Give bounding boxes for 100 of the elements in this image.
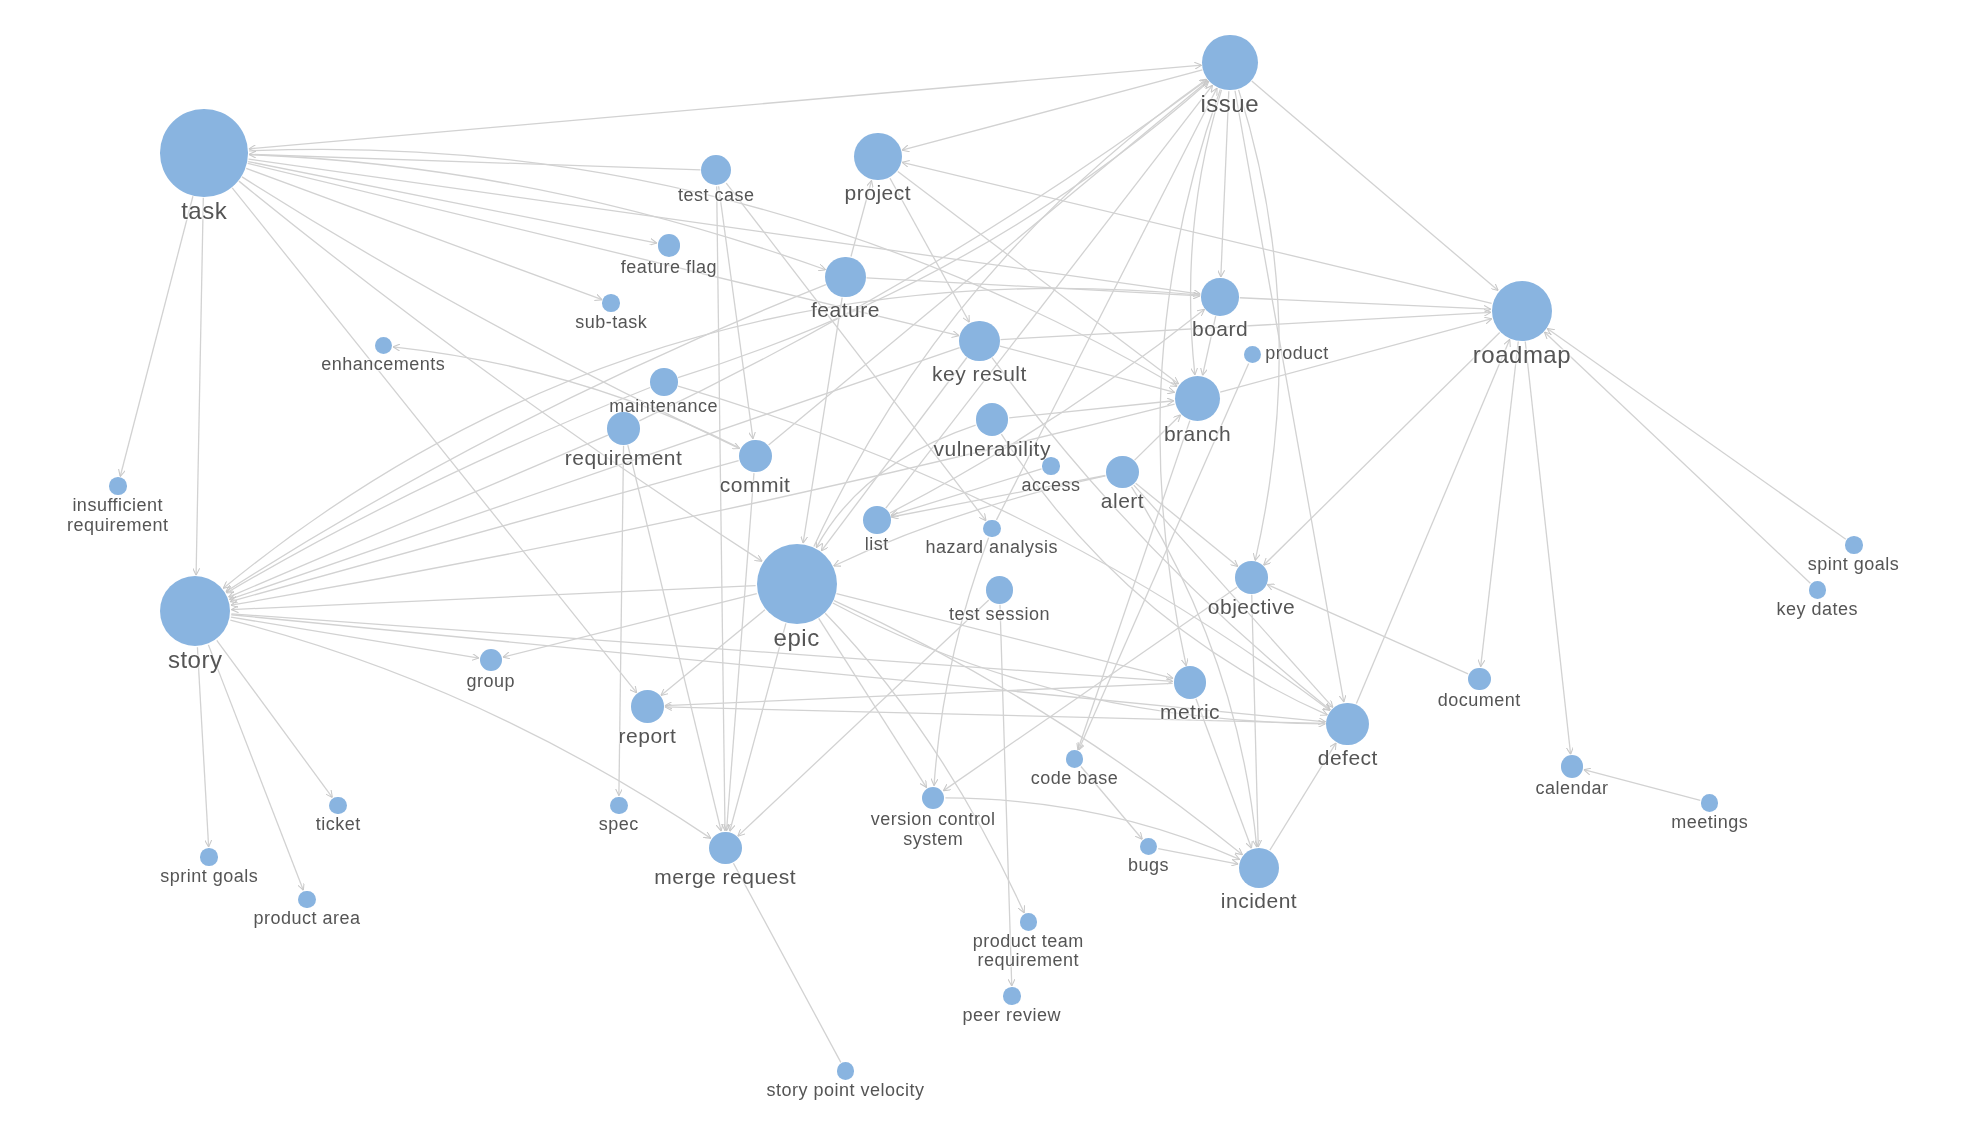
arrow: [737, 599, 990, 837]
arrow: [1159, 88, 1221, 667]
node-label: epic: [773, 624, 820, 652]
node-label: story: [167, 647, 223, 674]
arrow: [1238, 89, 1280, 562]
node-label: insufficient requirement: [65, 495, 170, 536]
arrow: [1251, 80, 1499, 292]
arrow: [248, 61, 1203, 153]
arrow: [999, 345, 1176, 395]
arrow: [229, 459, 740, 604]
node-label: branch: [1163, 421, 1232, 445]
node-label: task: [181, 197, 228, 224]
node-label: roadmap: [1472, 341, 1572, 369]
arrow: [225, 386, 651, 594]
arrow: [664, 703, 1327, 725]
arrow: [627, 444, 724, 832]
arrow: [991, 357, 1331, 711]
node-label: calendar: [1535, 778, 1609, 799]
node-label: document: [1437, 691, 1521, 711]
node-label: peer review: [962, 1005, 1062, 1026]
node-label: enhancements: [321, 355, 446, 376]
node-label: spint goals: [1807, 554, 1900, 575]
arrow: [664, 682, 1174, 710]
node-label: test case: [677, 186, 755, 207]
arrow: [229, 619, 712, 839]
arrow: [890, 474, 1106, 520]
arrow: [638, 79, 1208, 422]
arrow: [247, 160, 658, 246]
arrow: [502, 593, 758, 660]
node-label: group: [466, 672, 516, 693]
node-label: board: [1192, 316, 1249, 340]
node-label: defect: [1317, 746, 1378, 770]
arrow: [1355, 338, 1511, 705]
node-label: feature: [810, 297, 880, 321]
arrow: [944, 797, 1241, 861]
arrow: [248, 150, 702, 171]
arrow: [677, 385, 1331, 712]
arrow: [1189, 89, 1223, 376]
node-label: test session: [949, 604, 1051, 625]
arrow: [824, 612, 1025, 914]
node-label: story point velocity: [766, 1080, 925, 1101]
node-label: issue: [1200, 91, 1260, 118]
arrow: [196, 646, 213, 848]
arrow: [207, 644, 305, 891]
arrow: [835, 593, 1174, 681]
node-label: sprint goals: [160, 866, 259, 887]
arrow: [890, 468, 1043, 518]
arrow: [1269, 742, 1337, 851]
node-label: key dates: [1776, 599, 1858, 620]
arrow: [800, 296, 843, 544]
arrow: [889, 308, 1206, 514]
arrow: [241, 176, 741, 450]
node-label: product area: [253, 909, 361, 929]
arrow: [118, 195, 194, 478]
node-label: list: [864, 534, 889, 555]
arrow: [850, 179, 874, 258]
arrow: [889, 177, 970, 323]
arrow: [1219, 316, 1493, 393]
arrow: [901, 69, 1204, 153]
node-label: vulnerability: [933, 436, 1051, 460]
arrow: [1008, 397, 1175, 419]
node-label: feature flag: [620, 257, 717, 278]
arrow: [1239, 297, 1492, 313]
node-label: key result: [932, 361, 1027, 385]
arrow: [230, 614, 1327, 726]
node-label: product team requirement: [971, 931, 1085, 972]
node-label: commit: [719, 473, 791, 497]
arrow: [820, 356, 968, 552]
arrow: [1262, 331, 1501, 566]
arrow: [227, 434, 609, 599]
node-label: maintenance: [609, 396, 718, 417]
arrow: [1077, 362, 1250, 751]
node-label: sub-task: [575, 312, 648, 333]
arrow: [1076, 419, 1191, 751]
node-label: metric: [1159, 699, 1221, 723]
arrow: [230, 584, 757, 614]
arrow: [897, 170, 1180, 385]
node-label: requirement: [564, 445, 683, 469]
arrow: [999, 604, 1016, 987]
node-label: meetings: [1671, 812, 1749, 833]
arrow: [1195, 698, 1253, 849]
arrow: [392, 343, 741, 449]
arrow: [1546, 327, 1847, 540]
arrow: [999, 308, 1492, 341]
arrow: [1524, 340, 1574, 755]
arrow: [238, 180, 763, 562]
arrow: [225, 283, 827, 593]
arrow: [228, 346, 961, 602]
arrow: [1217, 90, 1230, 278]
arrow: [1133, 414, 1182, 461]
node-label: version control system: [869, 810, 997, 850]
arrow: [1080, 765, 1143, 840]
arrow: [192, 197, 204, 576]
arrow: [833, 599, 1244, 856]
arrow: [818, 617, 928, 789]
arrow: [725, 182, 987, 522]
arrow: [231, 187, 638, 694]
arrow: [677, 80, 1210, 379]
arrow: [727, 622, 787, 832]
arrow: [216, 639, 334, 799]
